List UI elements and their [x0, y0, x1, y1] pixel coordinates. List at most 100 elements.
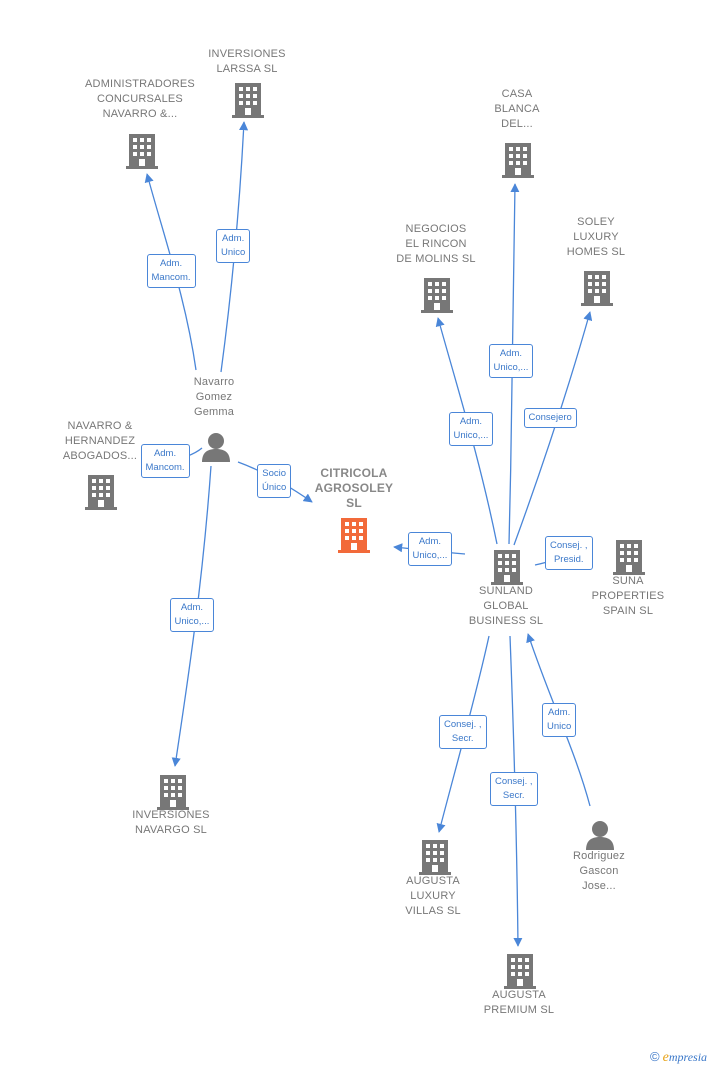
building-icon-augusta_villas[interactable] — [419, 840, 451, 875]
edge-label-line: Unico,... — [412, 550, 448, 561]
node-label-navarro_hern[interactable]: NAVARRO & HERNANDEZ ABOGADOS... — [25, 419, 175, 464]
node-label-line: Gomez — [195, 391, 233, 403]
edge-label-line: Adm. — [499, 348, 523, 359]
node-label-line: HOMES SL — [566, 246, 626, 258]
node-label-line: NAVARRO &... — [102, 108, 178, 120]
edge-label-line: Unico,... — [453, 430, 489, 441]
edge-label[interactable]: Adm.Unico — [216, 229, 251, 263]
node-label-augusta_villas[interactable]: AUGUSTA LUXURY VILLAS SL — [358, 874, 508, 919]
edge-label-line: Adm. — [159, 258, 183, 269]
node-label-line: Navarro — [193, 376, 235, 388]
edge-label[interactable]: Adm. Mancom. — [146, 254, 196, 288]
edge-label-line: Consej. , — [444, 719, 482, 730]
edge-label[interactable]: Adm. Unico,... — [448, 412, 494, 446]
edge-label-line: Mancom. — [151, 272, 191, 283]
node-label-line: PROPERTIES — [591, 590, 665, 602]
node-label-line: SUNLAND — [479, 585, 533, 597]
building-icon-soley[interactable] — [581, 271, 613, 306]
edge-label-line: Socio — [262, 468, 287, 479]
edge-label-line: Adm. — [153, 448, 177, 459]
edge-label-line: Unico — [547, 721, 572, 732]
edge-label[interactable]: Adm. Unico — [542, 703, 577, 737]
edge-label-line: Unico,... — [493, 362, 529, 373]
copyright-icon: © — [650, 1049, 660, 1064]
edge-label[interactable]: Adm. Unico,... — [407, 532, 453, 566]
node-label-line: SOLEY — [577, 216, 615, 228]
node-label-line: INVERSIONES — [132, 809, 210, 821]
brand-name: mpresia — [668, 1050, 708, 1064]
edge-label-line: Unico — [221, 247, 246, 258]
node-label-line: CASA — [501, 88, 533, 100]
node-label-augusta_premium[interactable]: AUGUSTA PREMIUM SL — [444, 988, 594, 1018]
node-label-line: PREMIUM SL — [483, 1004, 555, 1016]
person-icon-navarro_gomez[interactable] — [202, 433, 230, 462]
edge-label[interactable]: Consej. , Secr. — [439, 715, 487, 749]
node-label-line: AGROSOLEY — [314, 481, 394, 495]
edge-label-line: Consejero — [528, 412, 572, 423]
node-label-line: BUSINESS SL — [468, 615, 544, 627]
person-icon-rodriguez[interactable] — [586, 821, 614, 850]
node-label-line: NAVARGO SL — [135, 824, 207, 836]
edge-label-line: Adm. — [180, 602, 204, 613]
building-icon-inv_navargo[interactable] — [157, 775, 189, 810]
edge-label-line: Adm. — [459, 416, 483, 427]
edge-label-line: Adm. — [418, 536, 442, 547]
brand-logo: © empresia — [650, 1049, 707, 1066]
edge-label-line: Consej. , — [550, 540, 588, 551]
edge-label[interactable]: Consej. ,Secr. — [490, 772, 538, 806]
edge-label-line: Adm. — [548, 707, 571, 718]
building-icon-inv_larssa[interactable] — [232, 83, 264, 118]
building-icon-negocios[interactable] — [421, 278, 453, 313]
building-icon-augusta_premium[interactable] — [504, 954, 536, 989]
edge-label-line: Consej. , — [495, 776, 533, 787]
building-icon-navarro_hern[interactable] — [85, 475, 117, 510]
node-label-line: SUNA — [612, 575, 644, 587]
node-label-line: Rodriguez — [573, 850, 625, 862]
edge-label[interactable]: Adm.Unico,... — [169, 598, 215, 632]
node-label-line: BLANCA — [494, 103, 540, 115]
building-icon-sunland[interactable] — [491, 550, 523, 585]
node-label-line: GLOBAL — [483, 600, 529, 612]
node-label-line: Gemma — [193, 406, 235, 418]
building-icon-casa_blanca[interactable] — [502, 143, 534, 178]
building-icon-citricola[interactable] — [338, 518, 370, 553]
node-label-line: AUGUSTA — [492, 989, 546, 1001]
node-label-line: DE MOLINS SL — [396, 253, 476, 265]
node-label-line: EL RINCON — [405, 238, 467, 250]
node-label-line: ADMINISTRADORES — [85, 78, 195, 90]
node-label-line: AUGUSTA — [406, 875, 460, 887]
node-label-suna[interactable]: SUNA PROPERTIES SPAIN SL — [553, 574, 703, 619]
node-label-sunland[interactable]: SUNLAND GLOBAL BUSINESS SL — [431, 584, 581, 629]
node-label-casa_blanca[interactable]: CASA BLANCA DEL... — [442, 87, 592, 132]
node-label-line: HERNANDEZ — [64, 435, 136, 447]
node-label-line: DEL... — [501, 118, 533, 130]
node-label-line: SPAIN SL — [602, 605, 654, 617]
node-label-line: INVERSIONES — [208, 48, 286, 60]
edge-label-line: Secr. — [451, 733, 474, 744]
node-label-line: VILLAS SL — [405, 905, 461, 917]
building-icon-suna[interactable] — [613, 540, 645, 575]
node-label-line: ABOGADOS... — [62, 450, 138, 462]
node-label-inv_navargo[interactable]: INVERSIONES NAVARGO SL — [96, 808, 246, 838]
node-label-line: Gascon — [579, 865, 619, 877]
edge-label[interactable]: Adm. Unico,... — [488, 344, 534, 378]
edge-label-line: Mancom. — [145, 462, 185, 473]
node-label-line: LUXURY — [573, 231, 619, 243]
edge-label-line: Único — [262, 482, 287, 493]
edge-label[interactable]: Consejero — [523, 408, 577, 428]
node-label-line: LUXURY — [410, 890, 456, 902]
building-icon-admin_conc[interactable] — [126, 134, 158, 169]
edge-label[interactable]: Consej. ,Presid. — [545, 536, 593, 570]
node-label-line: NAVARRO & — [67, 420, 133, 432]
node-label-line: CITRICOLA — [320, 466, 388, 480]
node-label-soley[interactable]: SOLEY LUXURY HOMES SL — [521, 215, 671, 260]
node-label-line: SL — [346, 496, 362, 510]
edge-label[interactable]: Adm. Mancom. — [140, 444, 190, 478]
